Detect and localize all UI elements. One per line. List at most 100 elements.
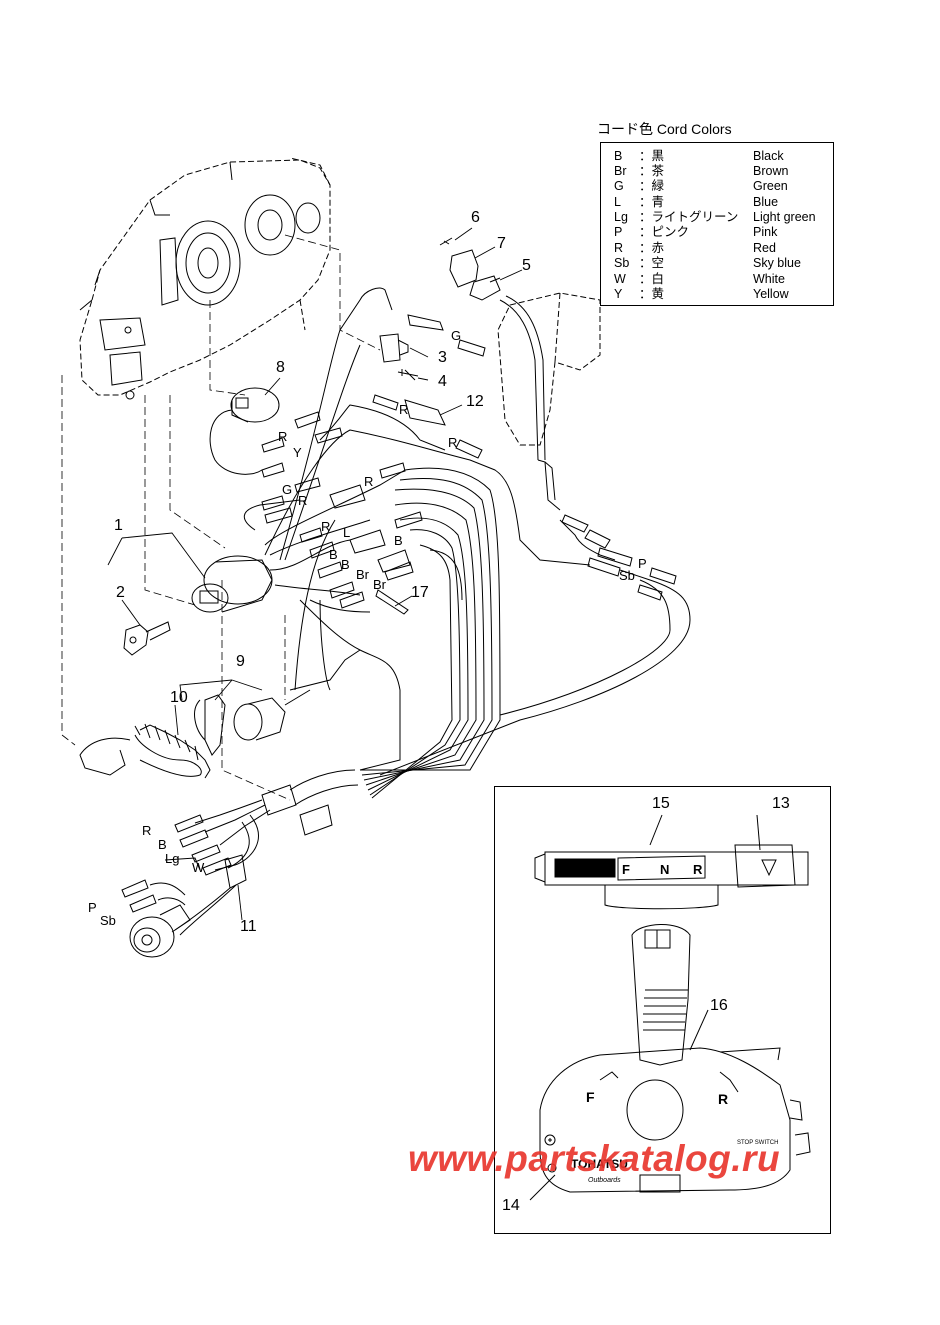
legend-code: Lg (614, 210, 628, 224)
connectors (261, 314, 677, 615)
wire-label-r: R (278, 429, 287, 444)
legend-code: G (614, 179, 624, 193)
stop-switch-label: STOP SWITCH (737, 1140, 778, 1146)
legend-japanese: ：青 (639, 195, 665, 209)
main-harness (121, 769, 359, 958)
callout-8: 8 (276, 359, 285, 376)
wire-label-sb: Sb (100, 913, 116, 928)
legend-japanese: ：空 (639, 256, 665, 270)
watermark: www.partskatalog.ru (408, 1138, 781, 1179)
legend-japanese: ：ライトグリーン (639, 210, 739, 224)
shift-label-f: F (622, 862, 630, 877)
wire-label-l: L (343, 525, 350, 540)
wire-label-b: B (158, 837, 167, 852)
wire-label-r: R (364, 474, 373, 489)
legend-row: Br ：茶 Brown (601, 164, 833, 179)
callout-4: 4 (438, 373, 447, 390)
callout-9: 9 (236, 653, 245, 670)
stop-switch (233, 689, 311, 741)
legend-english: Yellow (753, 287, 789, 301)
legend-english: Light green (753, 210, 816, 224)
wire-label-p: P (638, 556, 647, 571)
wire-label-r: R (142, 823, 151, 838)
wire-label-br: Br (373, 577, 387, 592)
legend-code: L (614, 195, 621, 209)
housing-leaders (61, 234, 381, 801)
legend-english: Sky blue (753, 256, 801, 270)
callout-15: 15 (652, 795, 670, 812)
emergency-stop-parts (439, 237, 501, 301)
wire-label-p: P (88, 900, 97, 915)
wire-label-y: Y (293, 445, 302, 460)
callout-12: 12 (466, 393, 484, 410)
remote-control-inset-frame (494, 786, 831, 1234)
legend-japanese: ：黒 (639, 149, 665, 163)
callout-14: 14 (502, 1197, 520, 1214)
wire-label-r: R (448, 435, 457, 450)
legend-row: Sb ：空 Sky blue (601, 256, 833, 271)
legend-english: Pink (753, 225, 778, 239)
control-box-housing (79, 157, 331, 396)
legend-japanese: ：白 (639, 272, 665, 286)
legend-code: B (614, 149, 623, 163)
legend-code: Y (614, 287, 623, 301)
callout-2: 2 (116, 584, 125, 601)
legend-code: R (614, 241, 624, 255)
legend-english: Red (753, 241, 776, 255)
lever-label-r: R (718, 1091, 728, 1107)
wire-label-r: R (298, 493, 307, 508)
callout-17: 17 (411, 584, 429, 601)
wire-label-r: R (321, 519, 330, 534)
legend-japanese: ：緑 (639, 179, 665, 193)
key-switch (191, 555, 273, 613)
legend-row: B ：黒 Black (601, 149, 833, 164)
wire-label-g: G (451, 328, 461, 343)
shift-label-n: N (660, 862, 669, 877)
callout-11: 11 (240, 918, 257, 935)
callout-6: 6 (471, 209, 480, 226)
legend-row: Lg ：ライトグリーン Light green (601, 210, 833, 225)
stop-switch-cable (499, 295, 561, 511)
wire-label-b: B (329, 547, 338, 562)
control-lever (529, 924, 811, 1201)
wire-label-br: Br (356, 567, 370, 582)
legend-code: Sb (614, 256, 630, 270)
callout-5: 5 (522, 257, 531, 274)
wire-label-w: W (192, 860, 205, 875)
wire-label-lg: Lg (165, 851, 179, 866)
callout-1: 1 (114, 517, 123, 534)
wire-label-r: R (399, 402, 408, 417)
legend-japanese: ：茶 (639, 164, 665, 178)
brand-subtitle: Outboards (588, 1177, 621, 1184)
wire-label-b: B (341, 557, 350, 572)
callout-leaders (107, 227, 523, 921)
legend-english: Brown (753, 164, 789, 178)
wire-label-sb: Sb (619, 568, 635, 583)
wire-labels: G R R R Y G R R R L B B B Br Br P Sb R B… (88, 328, 647, 928)
harness-wires (243, 287, 691, 799)
legend-code: Br (614, 164, 627, 178)
shift-label-r: R (693, 862, 703, 877)
lanyard (79, 694, 226, 779)
brand-name: TOHATSU (571, 1157, 628, 1171)
shift-indicator-plate (534, 814, 809, 910)
legend-japanese: ：ピンク (639, 225, 690, 239)
callout-7: 7 (497, 235, 506, 252)
legend-english: Black (753, 149, 784, 163)
control-box-detail (79, 161, 321, 400)
lever-label-f: F (586, 1089, 595, 1105)
callout-3: 3 (438, 349, 447, 366)
callout-10: 10 (170, 689, 188, 706)
wire-label-g: G (282, 482, 292, 497)
legend-title: コード色 Cord Colors (597, 121, 732, 137)
legend-japanese: ：赤 (639, 241, 665, 255)
lever-ghost (497, 292, 601, 446)
key (123, 621, 171, 656)
